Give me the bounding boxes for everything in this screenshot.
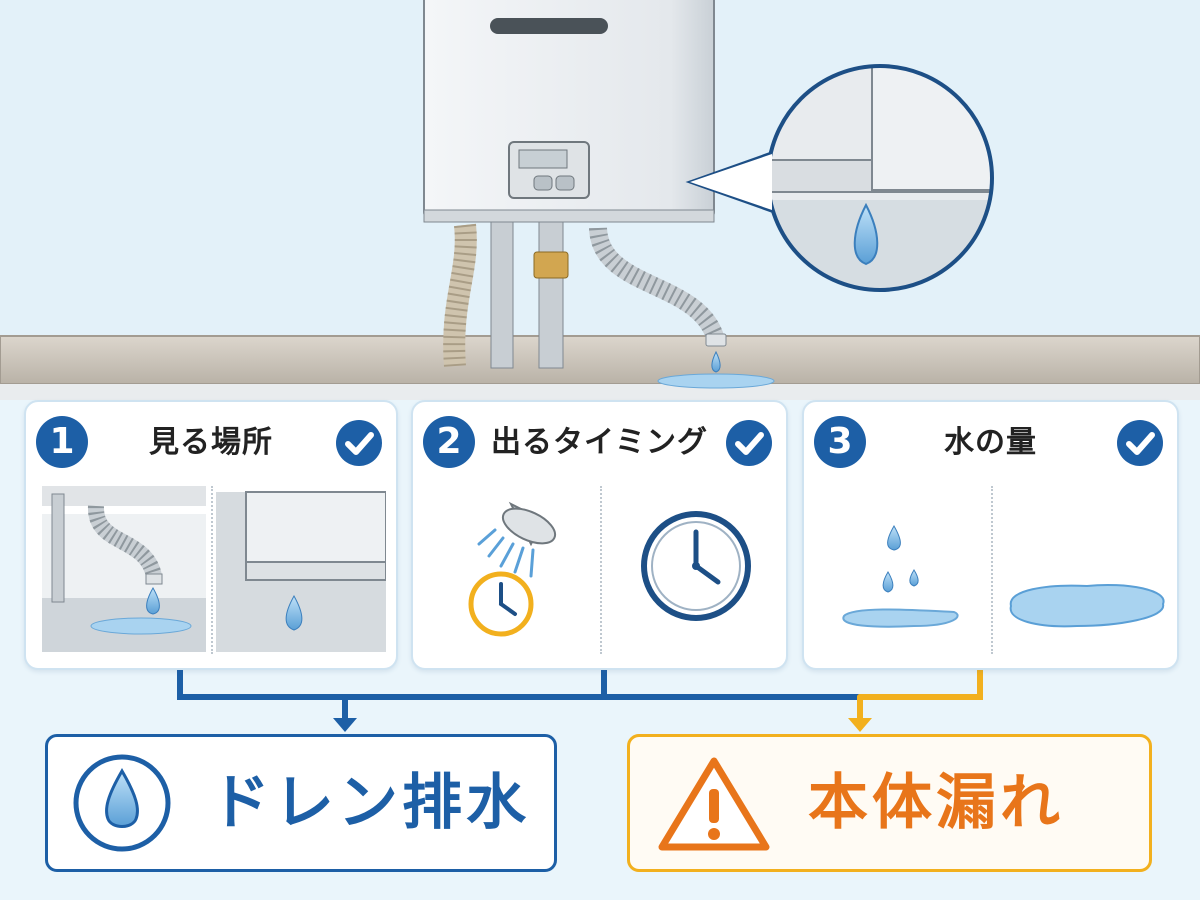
clock-icon [641,511,751,621]
pipes [443,221,775,389]
panel-divider [990,486,993,654]
result-drain-water: ドレン排水 [45,734,557,872]
water-drop-icon [73,754,171,852]
panel-title: 出るタイミング [491,425,708,460]
check-icon [336,420,382,466]
result-label: 本体漏れ [808,768,1064,838]
step-number-badge: 3 [814,416,866,468]
small-drips-puddle-icon [842,524,959,628]
warning-triangle-icon [658,757,770,851]
flow-connectors [177,667,983,732]
unit-corner-drip-illustration [216,491,386,652]
check-icon [726,420,772,466]
step-number-badge: 1 [36,416,88,468]
large-puddle-icon [1009,583,1165,628]
drain-hose-drip-illustration [42,486,206,652]
panel-title: 見る場所 [149,425,273,460]
panel-divider [211,486,213,654]
check-icon [1117,420,1163,466]
panel-title: 水の量 [944,425,1037,460]
check-panel-amount: 3 水の量 [802,400,1179,670]
result-label: ドレン排水 [210,768,530,838]
check-panel-timing: 2 出るタイミング [411,400,788,670]
shower-with-timer-icon [468,501,557,637]
check-panel-location: 1 見る場所 [24,400,398,670]
panel-divider [599,486,602,654]
water-heater-unit [423,0,715,223]
result-unit-leak: 本体漏れ [627,734,1152,872]
step-number-badge: 2 [423,416,475,468]
